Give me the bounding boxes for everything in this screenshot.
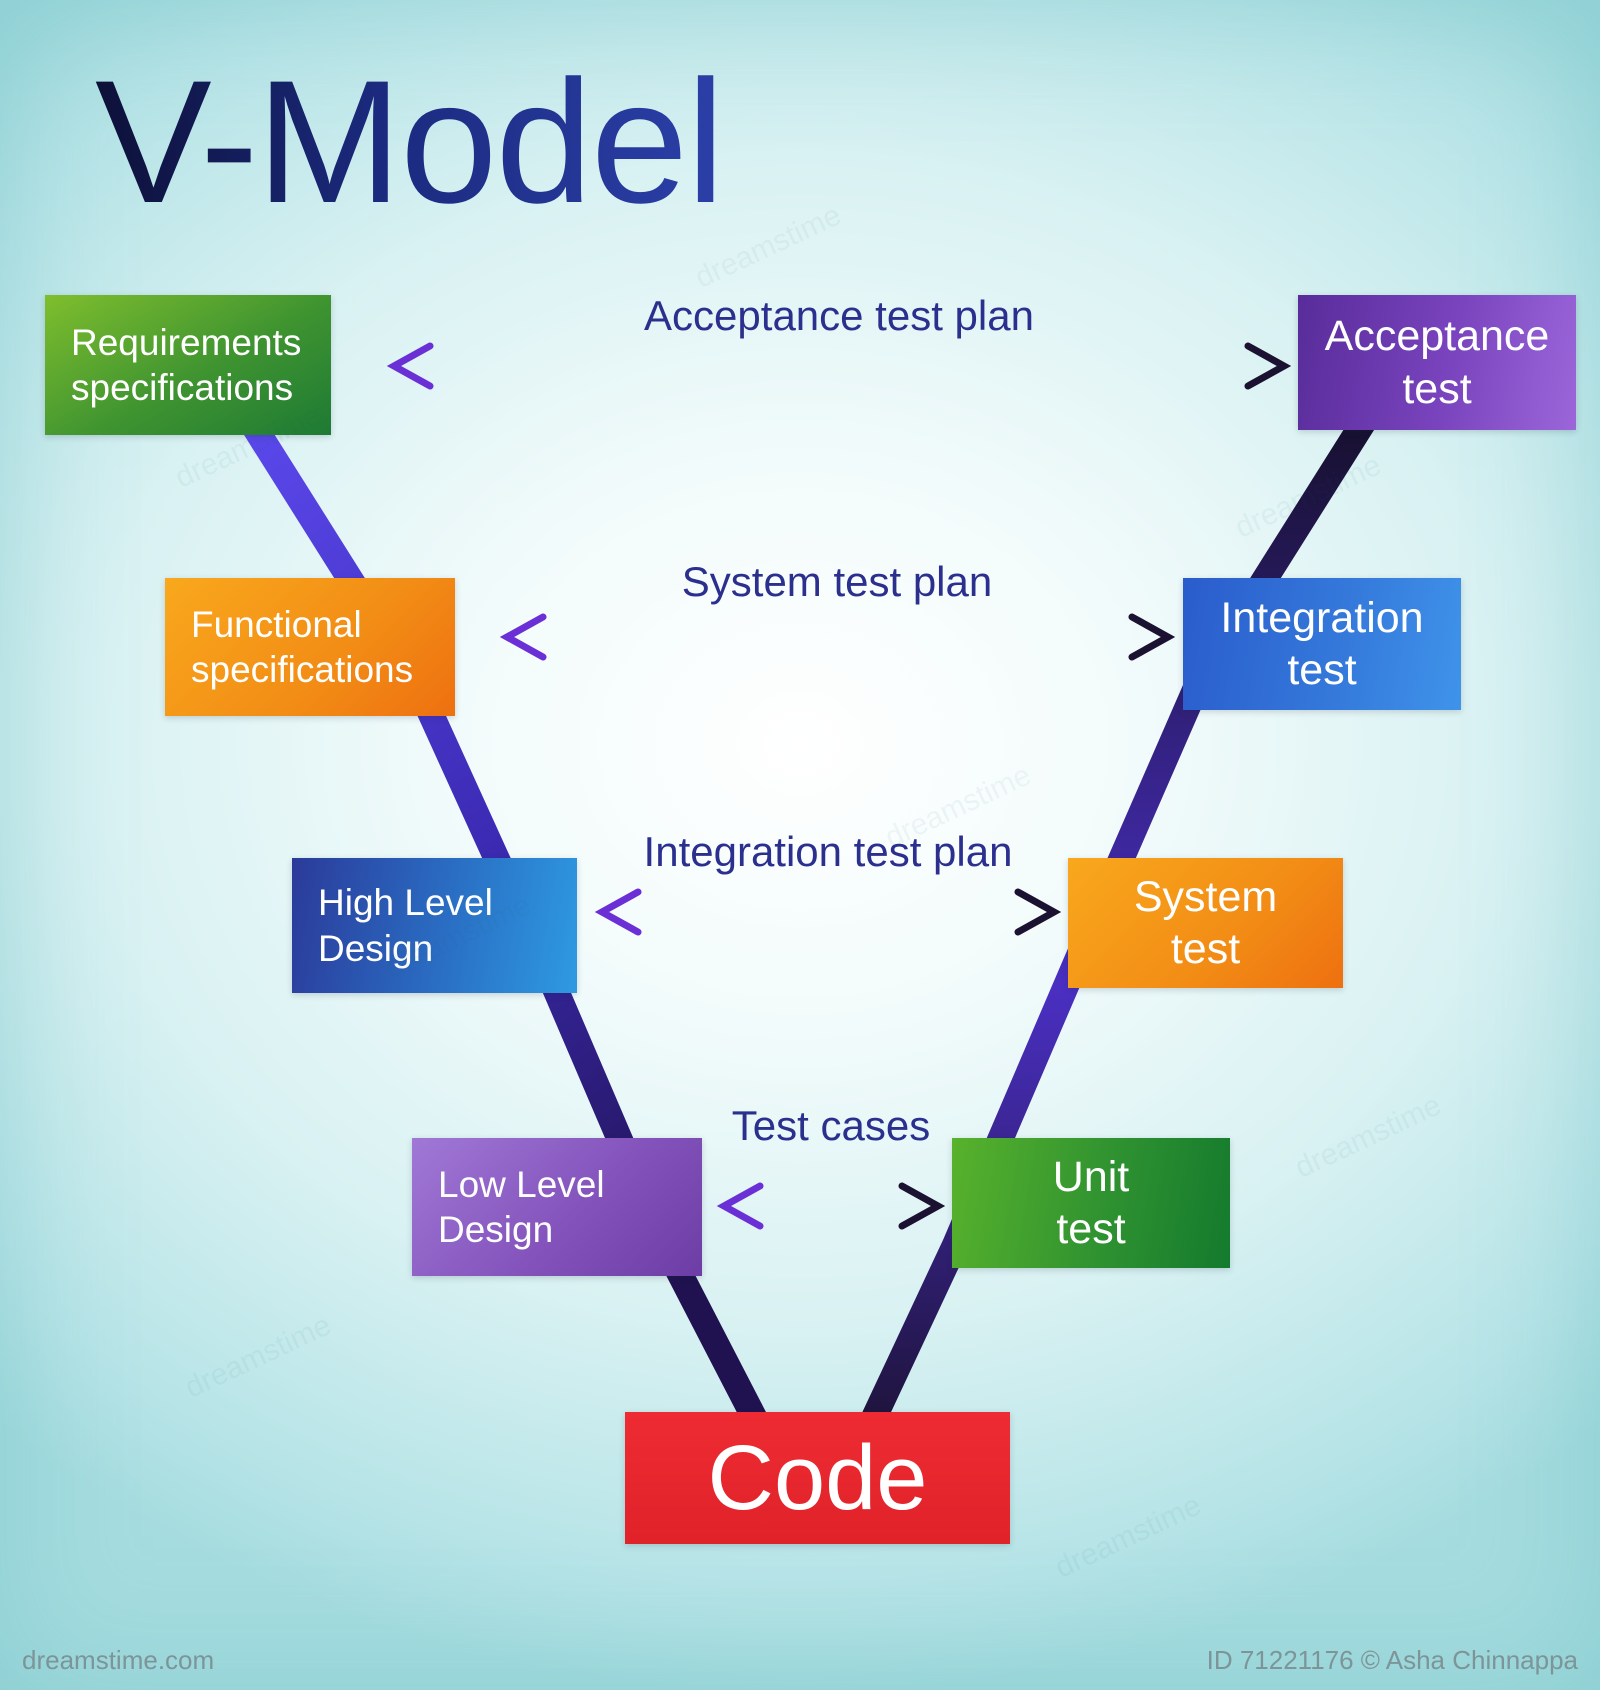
arrow-test-cases: [716, 1182, 946, 1230]
box-low-level-design: Low Level Design: [412, 1138, 702, 1276]
box-unit-test: Unit test: [952, 1138, 1230, 1268]
box-system-test: System test: [1068, 858, 1343, 988]
page-title: V-Model: [95, 42, 725, 243]
box-label-line: Design: [438, 1209, 554, 1250]
arrow-label-system-test-plan: System test plan: [681, 558, 993, 605]
arrowhead-left-icon: [716, 1182, 764, 1230]
box-label-line: test: [1402, 364, 1472, 413]
box-label-line: test: [1287, 646, 1357, 694]
box-label-line: System: [1133, 872, 1278, 921]
arrowhead-right-icon: [898, 1182, 946, 1230]
arrow-label-test-cases: Test cases: [731, 1102, 931, 1149]
arrow-system-test-plan: [499, 613, 1176, 661]
box-code: Code: [625, 1412, 1010, 1544]
box-acceptance-test: Acceptance test: [1298, 295, 1576, 430]
box-label-line: test: [1170, 925, 1241, 973]
watermark-dreamstime: dreamstime.com: [22, 1645, 215, 1675]
box-label-line: Requirements: [71, 321, 302, 363]
arrowhead-right-icon: [1014, 888, 1062, 936]
box-label-line: High Level: [318, 882, 493, 924]
box-label-line: specifications: [71, 367, 294, 408]
box-label-line: Design: [318, 927, 434, 969]
box-label-line: Code: [707, 1426, 928, 1529]
arrowhead-right-icon: [1128, 613, 1176, 661]
arrow-label-acceptance-test-plan: Acceptance test plan: [644, 292, 1034, 339]
box-label-line: specifications: [191, 649, 414, 690]
watermark-image-id: ID 71221176 © Asha Chinnappa: [1206, 1645, 1578, 1675]
arrow-integration-test-plan: [594, 888, 1062, 936]
box-integration-test: Integration test: [1183, 578, 1461, 710]
box-high-level-design: High Level Design: [292, 858, 577, 993]
box-label-line: Acceptance: [1324, 312, 1550, 361]
box-functional-specifications: Functional specifications: [165, 578, 455, 716]
arrowhead-left-icon: [594, 888, 642, 936]
box-label-line: Integration: [1220, 593, 1424, 642]
arrowhead-left-icon: [499, 613, 547, 661]
box-label-line: Functional: [191, 603, 362, 645]
arrow-label-integration-test-plan: Integration test plan: [643, 828, 1013, 875]
box-label-line: Unit: [1052, 1152, 1130, 1201]
arrowhead-right-icon: [1244, 342, 1292, 390]
box-label-line: test: [1056, 1205, 1126, 1253]
box-label-line: Low Level: [438, 1163, 605, 1205]
box-requirements-specifications: Requirements specifications: [45, 295, 331, 435]
arrow-acceptance-test-plan: [386, 342, 1292, 390]
arrowhead-left-icon: [386, 342, 434, 390]
